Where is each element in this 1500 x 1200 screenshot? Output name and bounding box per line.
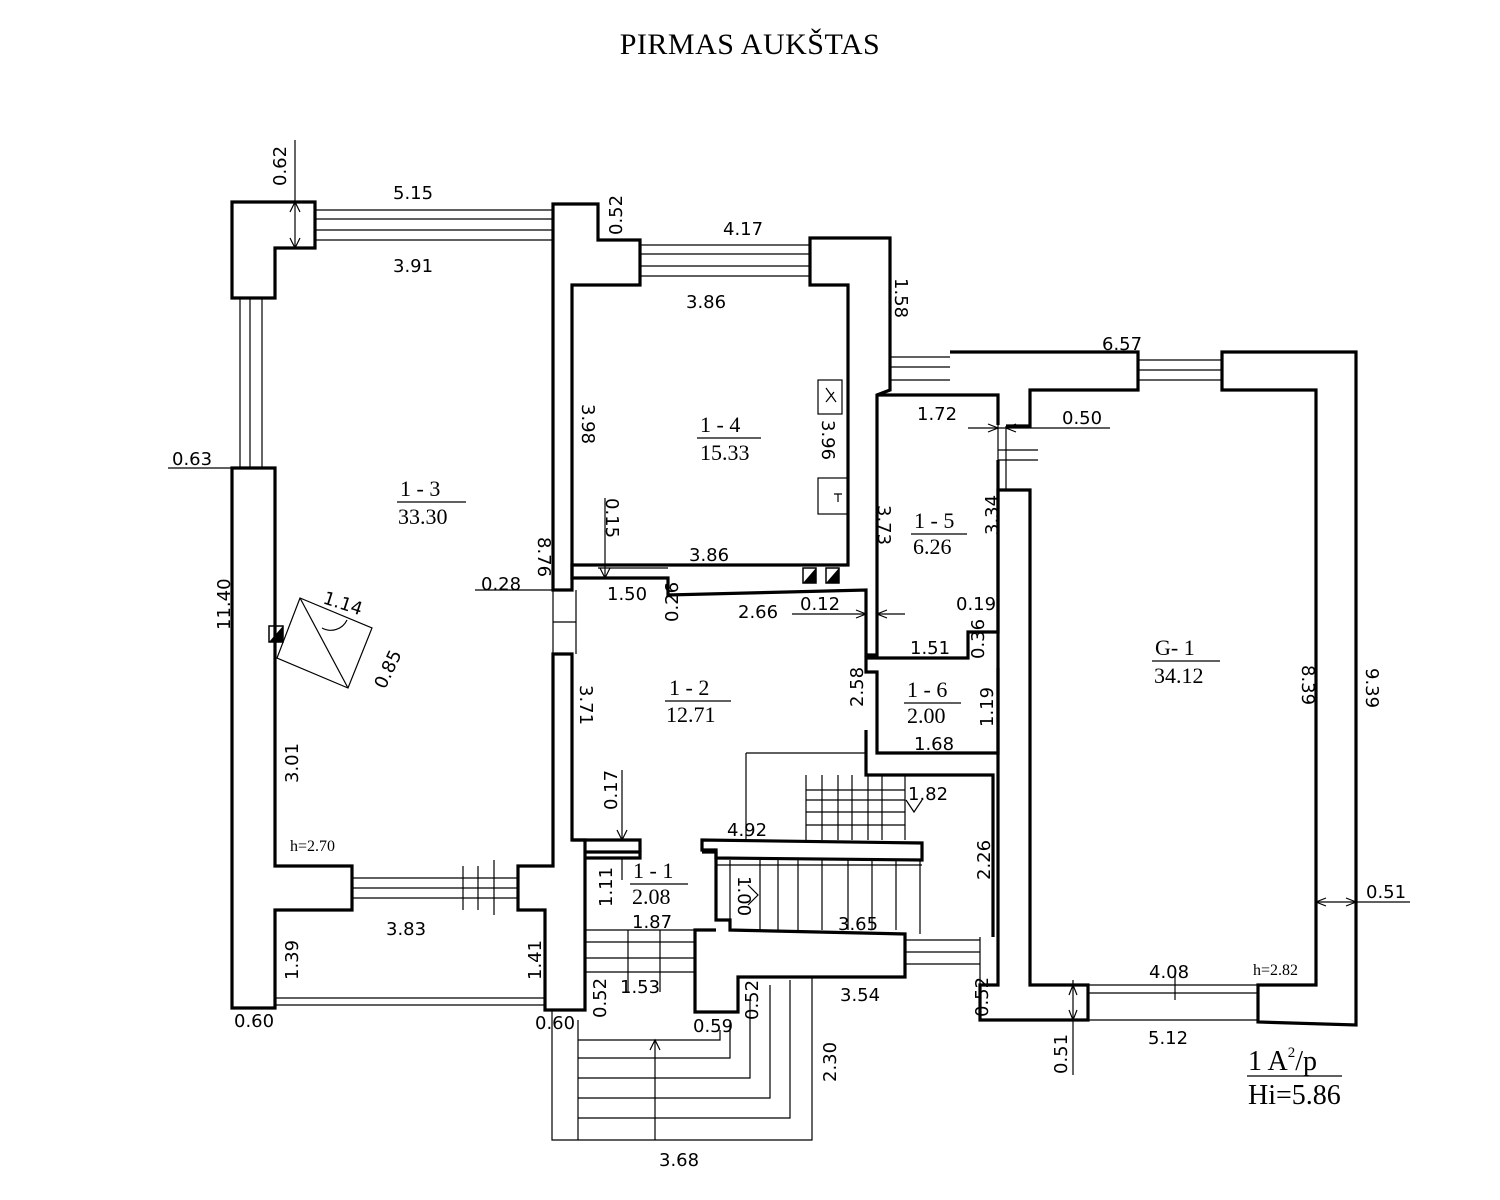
- dim-label: 1.58: [890, 278, 911, 318]
- legend-floor: 1 A: [1248, 1046, 1288, 1077]
- dim-label: 11.40: [214, 578, 235, 630]
- room-g-1: G- 1 34.12: [1152, 635, 1220, 688]
- page-title: PIRMAS AUKŠTAS: [619, 28, 881, 61]
- dim-label: 1.11: [596, 867, 617, 907]
- room-1-2: 1 - 2 12.71: [665, 675, 731, 727]
- dim-label: 1.51: [910, 638, 950, 659]
- dim-label: 2.26: [974, 840, 995, 880]
- dim-label: 5.15: [393, 183, 433, 204]
- dim-label: 0.19: [956, 594, 996, 615]
- dim-label: 3.54: [840, 985, 880, 1006]
- legend: 1 A2/p Hi=5.86: [1247, 1045, 1342, 1111]
- dim-label: 2.30: [820, 1042, 841, 1082]
- dim-label: 1.53: [620, 977, 660, 998]
- dim-label: 9.39: [1361, 668, 1382, 708]
- room-id: 1 - 3: [400, 476, 440, 501]
- room-1-6: 1 - 6 2.00: [904, 677, 961, 728]
- room-area: 34.12: [1154, 663, 1204, 688]
- dim-label: 0.15: [601, 498, 622, 538]
- room-id: 1 - 6: [907, 677, 947, 702]
- room-1-3: 1 - 3 33.30: [397, 476, 466, 529]
- legend-suffix: /p: [1295, 1046, 1317, 1077]
- dim-label: 0.85: [370, 647, 406, 692]
- dim-label: 0.52: [972, 977, 993, 1017]
- dim-label: 1.19: [977, 687, 998, 727]
- dim-label: 1.68: [914, 734, 954, 755]
- dim-label: 0.60: [234, 1011, 274, 1032]
- dim-label: 6.57: [1102, 334, 1142, 355]
- room-1-1: 1 - 1 2.08: [630, 858, 688, 909]
- dimension-labels: 0.62 5.15 3.91 0.52 4.17 3.86 1.58 6.57 …: [172, 146, 1406, 1171]
- dim-label: 1.00: [733, 876, 754, 916]
- dim-label: 1.72: [917, 404, 957, 425]
- legend-sup: 2: [1288, 1045, 1296, 1061]
- room-id: 1 - 5: [914, 508, 954, 533]
- dim-label: 8.39: [1297, 665, 1318, 705]
- dim-label: 0.63: [172, 449, 212, 470]
- room-area: 2.00: [907, 703, 946, 728]
- dim-label: 3.65: [838, 914, 878, 935]
- dim-label: 3.86: [686, 292, 726, 313]
- room-id: 1 - 2: [669, 675, 709, 700]
- dim-label: 3.73: [873, 505, 894, 545]
- dim-label: 8.76: [533, 537, 554, 577]
- dim-label: 1.50: [607, 584, 647, 605]
- dim-label: 1.39: [282, 940, 303, 980]
- dimension-lines: [168, 140, 1410, 1140]
- details: [239, 209, 1258, 1141]
- dim-label: 0.52: [606, 195, 627, 235]
- legend-line-2: Hi=5.86: [1248, 1080, 1341, 1111]
- dim-label: 3.01: [282, 743, 303, 783]
- dim-label: 2.58: [847, 667, 868, 707]
- room-id: 1 - 4: [700, 412, 740, 437]
- height-note: h=2.70: [290, 838, 335, 855]
- room-1-5: 1 - 5 6.26: [911, 508, 967, 559]
- dim-label: 3.98: [577, 404, 598, 444]
- dim-label: 3.86: [689, 545, 729, 566]
- room-area: 12.71: [666, 702, 716, 727]
- dim-label: 0.51: [1366, 882, 1406, 903]
- dim-label: 0.62: [270, 146, 291, 186]
- height-note: h=2.82: [1253, 962, 1298, 979]
- dim-label: 3.96: [817, 420, 838, 460]
- dim-label: 4.92: [727, 820, 767, 841]
- dim-label: 0.59: [693, 1016, 733, 1037]
- dim-label: 3.91: [393, 256, 433, 277]
- dim-label: 1.87: [632, 912, 672, 933]
- dim-label: 0.52: [590, 978, 611, 1018]
- dim-label: 5.12: [1148, 1028, 1188, 1049]
- dim-label: 2.66: [738, 602, 778, 623]
- room-1-4: 1 - 4 15.33: [697, 412, 761, 465]
- dim-label: 0.60: [535, 1013, 575, 1034]
- dim-label: 0.50: [1062, 408, 1102, 429]
- dim-label: 3.68: [659, 1150, 699, 1171]
- dim-label: 0.26: [662, 582, 683, 622]
- dim-label: 0.36: [968, 619, 989, 659]
- dim-label: 0.51: [1051, 1034, 1072, 1074]
- room-labels: 1 - 3 33.30 1 - 4 15.33 1 - 5 6.26 1 - 2…: [397, 412, 1220, 909]
- dim-label: 0.12: [800, 594, 840, 615]
- room-area: 33.30: [398, 504, 448, 529]
- room-area: 6.26: [913, 534, 952, 559]
- dim-label: 1.82: [908, 784, 948, 805]
- dim-label: 4.08: [1149, 962, 1189, 983]
- dim-label: 3.71: [575, 685, 596, 725]
- room-id: G- 1: [1155, 635, 1195, 660]
- room-area: 15.33: [700, 440, 750, 465]
- legend-line-1: 1 A2/p: [1248, 1045, 1317, 1077]
- dim-label: 3.83: [386, 919, 426, 940]
- room-area: 2.08: [632, 884, 671, 909]
- dim-label: 0.28: [481, 574, 521, 595]
- room-id: 1 - 1: [633, 858, 673, 883]
- dim-label: 3.34: [982, 495, 1003, 535]
- dim-label: 1.41: [525, 940, 546, 980]
- dim-label: 0.17: [601, 770, 622, 810]
- dim-label: 0.52: [742, 980, 763, 1020]
- dim-label: 4.17: [723, 219, 763, 240]
